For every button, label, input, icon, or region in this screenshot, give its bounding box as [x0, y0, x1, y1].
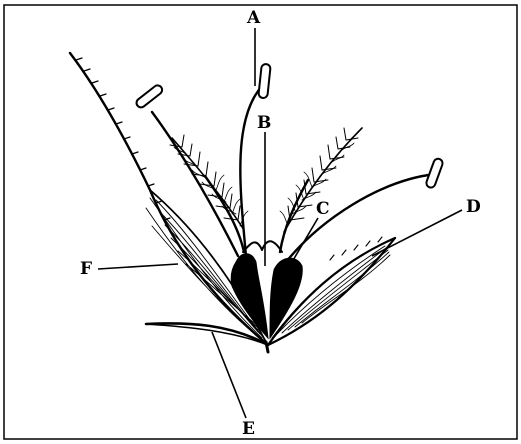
label-d: D — [466, 197, 481, 217]
left-bract — [70, 53, 268, 345]
stamen-center — [240, 64, 270, 256]
label-c: C — [316, 199, 330, 219]
label-f: F — [80, 259, 92, 279]
label-b: B — [257, 113, 271, 133]
label-f-pointer — [98, 264, 178, 269]
lodicules — [231, 254, 302, 338]
label-e: E — [242, 419, 255, 439]
label-a: A — [246, 8, 261, 28]
lower-glume — [146, 323, 268, 345]
stamen-left — [135, 84, 238, 256]
left-feathery-stigma — [170, 135, 248, 230]
label-e-pointer — [212, 332, 246, 418]
stamen-right — [286, 158, 444, 262]
pedicel — [266, 342, 268, 352]
label-c-pointer — [292, 218, 318, 262]
label-d-pointer — [372, 210, 462, 256]
